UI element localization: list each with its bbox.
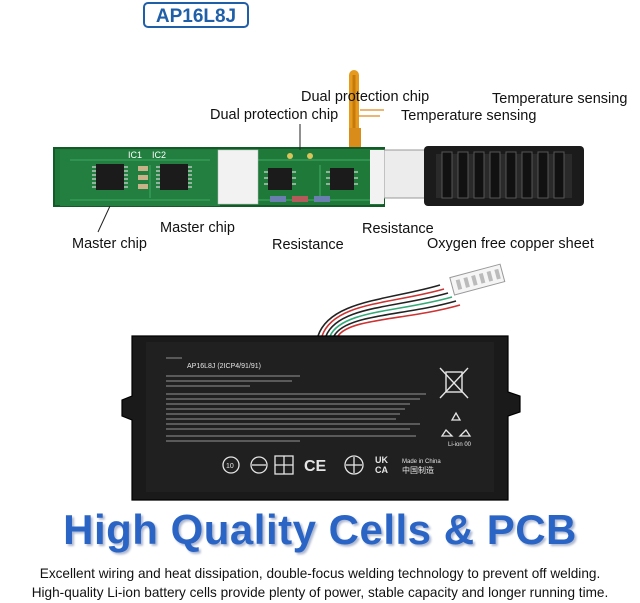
battery-model-line: AP16L8J (2ICP4/91/91): [187, 363, 261, 370]
made-in-china-cn-label: 中国制造: [402, 465, 434, 475]
callout-dual-protection-chip: Dual protection chip: [210, 107, 339, 123]
made-in-china-label: Made in China: [402, 459, 441, 465]
callout-dual-protection-chip-top: Dual protection chip: [301, 89, 430, 105]
li-ion-label: Li-ion 00: [448, 442, 472, 448]
battery-illustration: AP16L8J (2ICP4/91/91) Li-ion 00 10 CE UK…: [121, 263, 521, 501]
circled-10-icon: [222, 456, 240, 474]
callout-temperature-sensing: Temperature sensing: [401, 108, 537, 124]
resistance-components: [270, 196, 330, 202]
silkscreen-ic1: IC1: [128, 150, 142, 160]
copper-sheet-connector: [424, 146, 584, 206]
silkscreen-ic2: IC2: [152, 150, 166, 160]
ce-mark-icon: CE: [304, 458, 327, 475]
dual-protection-chip-1: [264, 168, 296, 190]
headline: High Quality Cells & PCB: [63, 506, 577, 553]
description-line-1: Excellent wiring and heat dissipation, d…: [39, 566, 601, 581]
ukca-mark-bottom: CA: [375, 465, 388, 475]
master-chip-ic1: [92, 164, 128, 190]
callout-master-chip-lower: Master chip: [72, 236, 147, 252]
callout-oxygen-free-copper-sheet: Oxygen free copper sheet: [427, 236, 594, 252]
crossed-bin-icon: [439, 367, 469, 399]
recycle-icon: [440, 411, 472, 437]
callout-resistance-left: Resistance: [272, 237, 344, 253]
description-line-2: High-quality Li-ion battery cells provid…: [31, 585, 609, 600]
kc-mark-icon: [274, 455, 294, 475]
callout-master-chip-upper: Master chip: [160, 220, 235, 236]
callout-temperature-sensing-top: Temperature sensing: [492, 91, 628, 107]
callout-resistance-right: Resistance: [362, 221, 434, 237]
warning-polarity-icon: [344, 455, 364, 475]
ground-symbol-icon: [250, 456, 268, 474]
model-badge: AP16L8J: [143, 2, 249, 28]
battery-connector-plug: [449, 263, 506, 296]
ukca-mark-top: UK: [375, 455, 388, 465]
pcb-illustration: IC1 IC2 Q1: [53, 70, 584, 233]
dual-protection-chip-2: [326, 168, 358, 190]
svg-text:10: 10: [226, 463, 234, 470]
master-chip-ic2: [156, 164, 192, 190]
